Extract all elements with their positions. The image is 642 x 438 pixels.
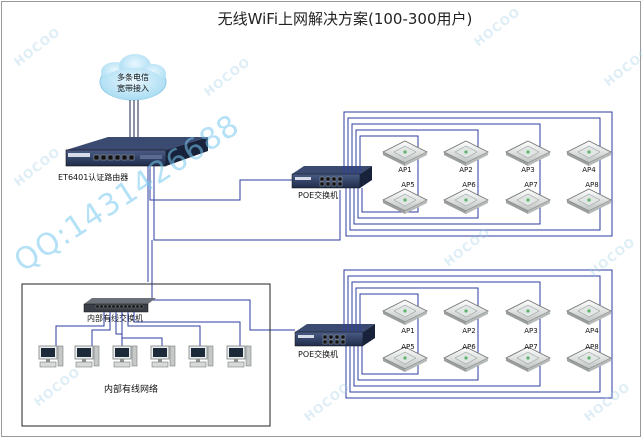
router-device	[65, 137, 208, 167]
wired-switch-label: 内部有线交换机	[87, 313, 143, 323]
diagram-title: 无线WiFi上网解决方案(100-300用户)	[217, 10, 473, 28]
ap-icon	[505, 299, 551, 326]
router-to-poe-top-cable	[149, 166, 341, 241]
ap-icon	[382, 188, 428, 215]
poe-top-ap-cables	[343, 111, 613, 237]
ap-icon	[566, 140, 612, 167]
pc-icon	[150, 345, 176, 368]
ap-icon	[382, 299, 428, 326]
poe-switch-bottom-device	[294, 324, 375, 347]
pc-icon	[188, 345, 214, 368]
pc-icon	[112, 345, 138, 368]
internet-cloud-icon	[99, 54, 167, 101]
ap-icon	[566, 299, 612, 326]
lan-cables	[55, 312, 241, 348]
ap-icon	[566, 188, 612, 215]
ap-label: AP3	[524, 327, 537, 335]
ap-label: AP5	[401, 343, 414, 351]
ap-label: AP8	[585, 181, 598, 189]
pc-icon	[226, 345, 252, 368]
ap-icon	[443, 188, 489, 215]
ap-label: AP3	[521, 166, 534, 174]
ap-icon	[382, 140, 428, 167]
ap-label: AP4	[582, 166, 596, 174]
wired-switch-device	[83, 298, 156, 313]
ap-label: AP6	[462, 181, 476, 189]
ap-label: AP2	[462, 327, 475, 335]
wired-network-label: 内部有线网络	[104, 383, 158, 395]
ap-label: AP7	[524, 343, 537, 351]
ap-label: AP6	[462, 343, 476, 351]
ap-label: AP1	[401, 327, 414, 335]
ap-label: AP7	[524, 181, 537, 189]
wired-network-area	[21, 283, 271, 427]
poe-switch-bottom-label: POE交换机	[298, 349, 338, 359]
ap-icon	[443, 299, 489, 326]
router-label: ET6401认证路由器	[58, 172, 128, 182]
wan-cables	[129, 100, 139, 140]
ap-icon	[505, 140, 551, 167]
ap-label: AP4	[585, 327, 599, 335]
ap-icon	[443, 140, 489, 167]
pc-icon	[38, 345, 64, 368]
router-trunk-cable	[147, 166, 295, 331]
ap-label: AP5	[401, 181, 414, 189]
ap-icon	[505, 188, 551, 215]
poe-switch-top-label: POE交换机	[298, 190, 338, 200]
ap-label: AP2	[459, 166, 472, 174]
cloud-label-line2: 宽带接入	[117, 83, 149, 93]
ap-label: AP1	[398, 166, 411, 174]
cloud-label-line1: 多条电信	[117, 72, 149, 82]
pc-icon	[74, 345, 100, 368]
ap-label: AP8	[585, 343, 598, 351]
poe-bottom-ap-cables	[343, 269, 613, 399]
